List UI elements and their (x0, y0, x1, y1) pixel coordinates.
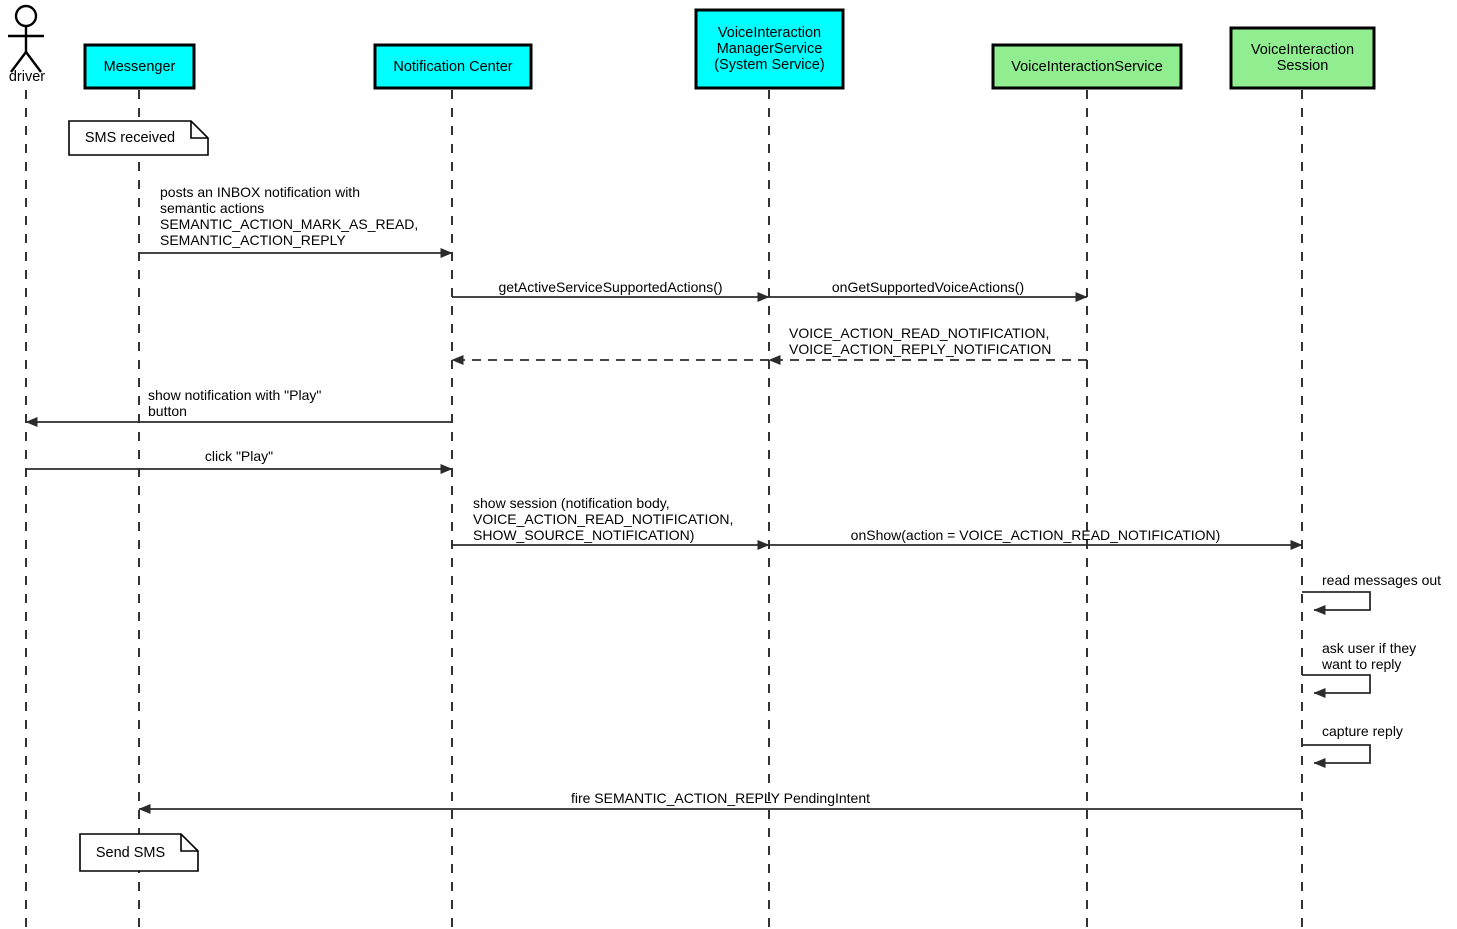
participant-boxes (83, 8, 1376, 90)
participant-box-session (1229, 26, 1376, 90)
message-label-m11: ask user if they want to reply (1322, 640, 1417, 672)
note-label-send-sms: Send SMS (95, 844, 166, 861)
actor-driver-figure (8, 4, 44, 73)
message-label-m3: onGetSupportedVoiceActions() (831, 279, 1025, 295)
message-arrows (25, 248, 1371, 814)
actor-driver-label: driver (8, 69, 46, 85)
arrow-m11-self (1302, 674, 1371, 698)
participant-box-notification-center (373, 43, 533, 90)
message-label-m2: getActiveServiceSupportedActions() (498, 279, 723, 295)
lifelines (25, 90, 1303, 929)
note-shape-sms-received (68, 120, 209, 156)
participant-box-vis (991, 43, 1183, 90)
note-fold-send-sms (180, 834, 198, 852)
message-label-m1: posts an INBOX notification with semanti… (160, 184, 419, 248)
message-label-m10: read messages out (1322, 572, 1442, 588)
note-fold-sms-received (190, 121, 208, 139)
participant-box-vims (694, 8, 845, 90)
message-label-m13: fire SEMANTIC_ACTION_REPLY PendingIntent (570, 790, 871, 806)
message-label-m6: show notification with "Play" button (148, 387, 322, 419)
arrow-m12-self (1302, 744, 1371, 768)
message-label-m12: capture reply (1322, 723, 1403, 739)
message-label-m8: show session (notification body, VOICE_A… (473, 495, 734, 543)
message-label-m4: VOICE_ACTION_READ_NOTIFICATION, VOICE_AC… (789, 325, 1052, 357)
notes (68, 120, 209, 872)
note-label-sms-received: SMS received (84, 130, 176, 146)
message-label-m7: click "Play" (204, 448, 274, 464)
arrow-m10-self (1302, 591, 1371, 615)
participant-box-messenger (83, 43, 196, 90)
message-label-m9: onShow(action = VOICE_ACTION_READ_NOTIFI… (850, 527, 1221, 543)
note-shape-send-sms (79, 833, 199, 872)
